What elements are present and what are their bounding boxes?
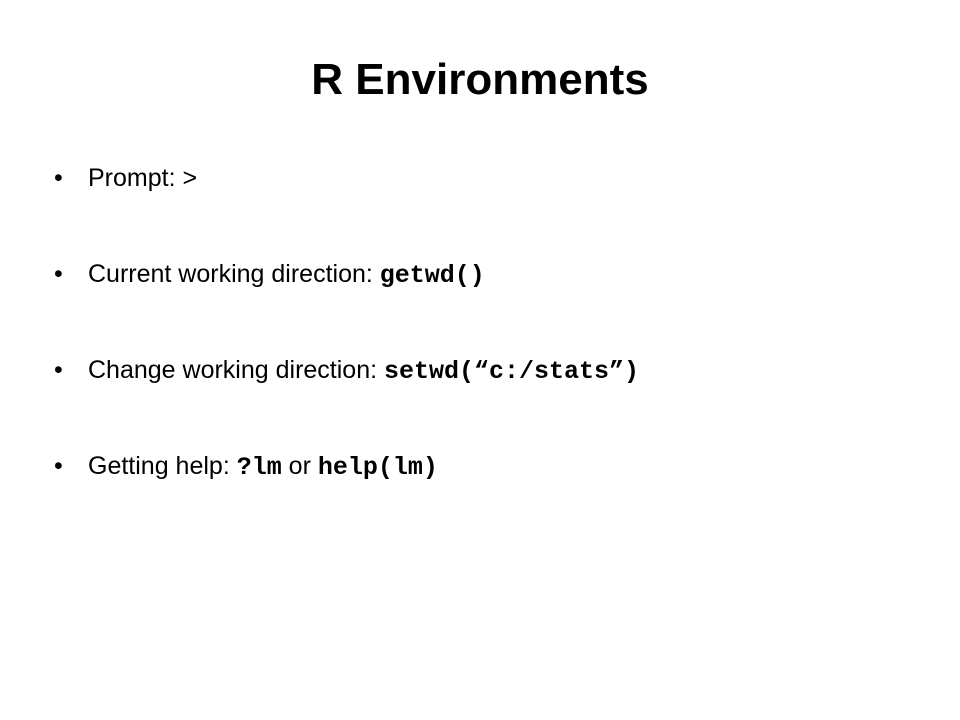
bullet-text: Change working direction: xyxy=(88,356,384,384)
slide-title: R Environments xyxy=(311,55,649,104)
bullet-icon: • xyxy=(54,356,63,384)
code-snippet-help-shortcut: ?lm xyxy=(236,453,282,482)
bullet-item-help: • Getting help: ?lm or help(lm) xyxy=(54,440,934,536)
bullet-icon: • xyxy=(54,452,63,480)
code-snippet-getwd: getwd() xyxy=(379,261,485,290)
bullet-icon: • xyxy=(54,164,63,192)
bullet-text: Getting help: xyxy=(88,452,237,480)
bullet-text: Current working direction: xyxy=(88,260,380,288)
bullet-item-setwd: • Change working direction: setwd(“c:/st… xyxy=(54,344,934,440)
bullet-item-prompt: • Prompt: > xyxy=(54,152,934,248)
code-snippet-help-function: help(lm) xyxy=(317,453,438,482)
bullet-item-getwd: • Current working direction: getwd() xyxy=(54,248,934,344)
bullet-text: Prompt: > xyxy=(88,164,198,192)
bullet-icon: • xyxy=(54,260,63,288)
bullet-list: • Prompt: > • Current working direction:… xyxy=(54,152,934,536)
bullet-joiner-text: or xyxy=(281,452,318,480)
code-snippet-setwd: setwd(“c:/stats”) xyxy=(384,357,640,386)
